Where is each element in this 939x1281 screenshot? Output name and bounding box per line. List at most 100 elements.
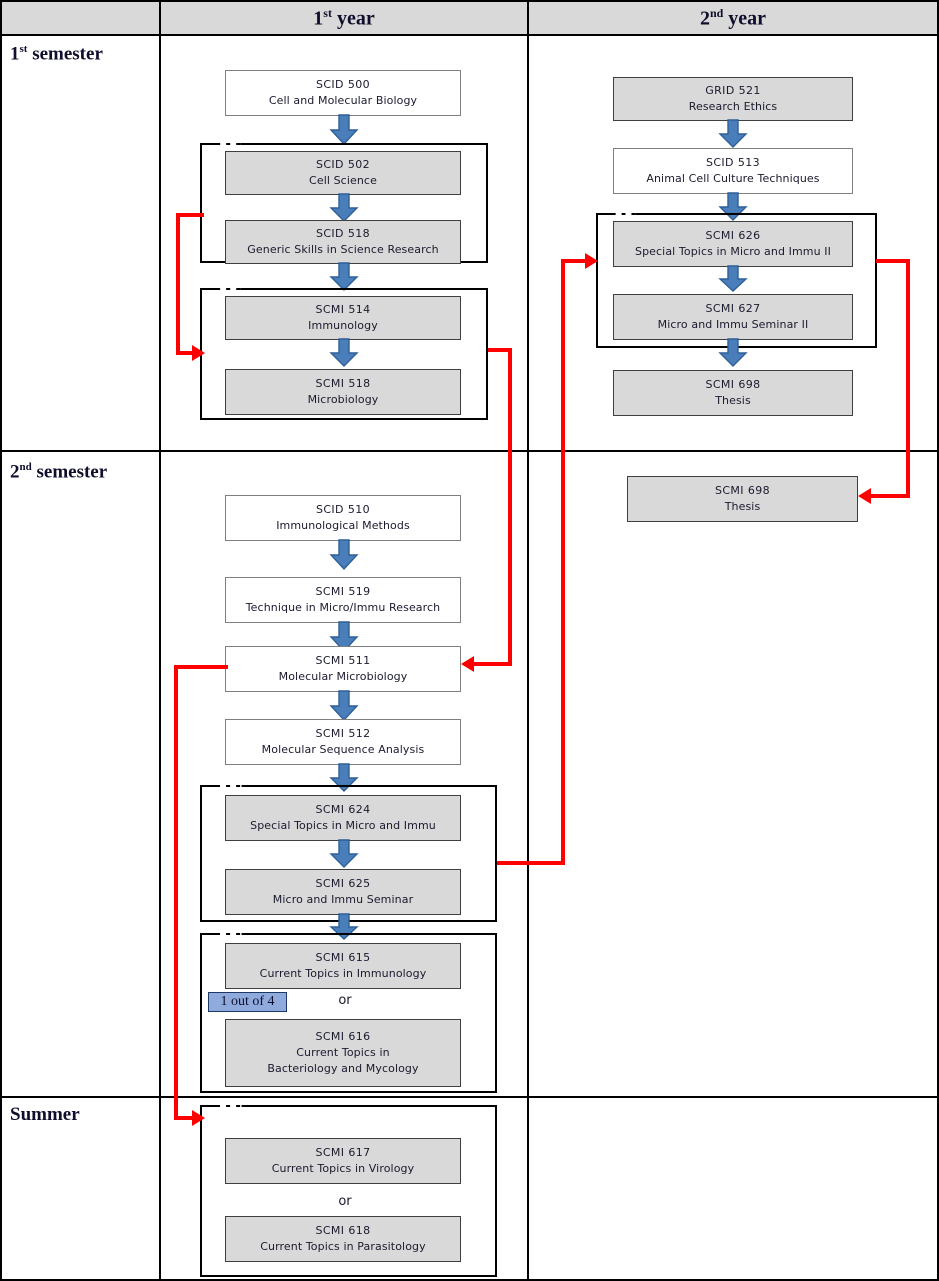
connector-c1-arrowhead-icon (192, 345, 205, 361)
connector-c3-seg-vert (174, 665, 178, 1120)
course-box-scmi616[interactable]: SCMI 616 Current Topics in Bacteriology … (225, 1019, 461, 1087)
course-name: Special Topics in Micro and Immu (250, 819, 436, 832)
connector-c2-seg-vert (508, 348, 512, 666)
row-label-semester-1: 1st semester (10, 43, 103, 65)
connector-c4-seg-bottom (497, 861, 565, 865)
course-name: Generic Skills in Science Research (247, 243, 439, 256)
course-box-scmi626[interactable]: SCMI 626 Special Topics in Micro and Imm… (613, 221, 853, 267)
grid-line-col1 (159, 0, 161, 1281)
course-code: SCMI 698 (714, 484, 771, 498)
or-label-virology-parasitology: or (338, 1194, 352, 1209)
course-code: SCID 510 (315, 503, 371, 517)
connector-c2-arrowhead-icon (461, 656, 474, 672)
course-box-scmi625[interactable]: SCMI 625 Micro and Immu Seminar (225, 869, 461, 915)
grid-border-bottom (0, 1279, 939, 1281)
arrow-down-icon (329, 114, 359, 146)
arrow-down-icon (718, 119, 748, 149)
course-box-scid510[interactable]: SCID 510 Immunological Methods (225, 495, 461, 541)
course-box-scmi618[interactable]: SCMI 618 Current Topics in Parasitology (225, 1216, 461, 1262)
course-name: Current Topics in Parasitology (260, 1240, 426, 1253)
course-box-scmi615[interactable]: SCMI 615 Current Topics in Immunology (225, 943, 461, 989)
course-name: Animal Cell Culture Techniques (646, 172, 820, 185)
grid-border-left (0, 0, 2, 1281)
course-box-scmi512[interactable]: SCMI 512 Molecular Sequence Analysis (225, 719, 461, 765)
course-code: SCMI 627 (705, 302, 761, 316)
arrow-down-icon (329, 193, 359, 223)
course-name: Technique in Micro/Immu Research (245, 601, 441, 614)
course-name: Immunology (308, 319, 378, 332)
course-code: GRID 521 (705, 84, 761, 98)
grid-line-sem1-bottom (0, 450, 939, 452)
arrow-down-icon (718, 338, 748, 368)
course-code: SCID 500 (315, 78, 371, 92)
course-name: Thesis (715, 394, 751, 407)
course-code: SCID 513 (705, 156, 761, 170)
course-code: SCMI 617 (315, 1146, 371, 1160)
choice-badge-1-out-of-4: 1 out of 4 (208, 992, 287, 1012)
course-name: Immunological Methods (276, 519, 410, 532)
connector-c3-seg-top (174, 665, 228, 669)
course-code: SCMI 625 (315, 877, 371, 891)
connector-c5-seg-bottom (871, 494, 910, 498)
course-box-scmi519[interactable]: SCMI 519 Technique in Micro/Immu Researc… (225, 577, 461, 623)
course-code: SCMI 626 (705, 229, 761, 243)
course-name: Micro and Immu Seminar II (657, 318, 809, 331)
course-name: Research Ethics (688, 100, 778, 113)
course-code: SCMI 519 (315, 585, 371, 599)
arrow-down-icon (718, 265, 748, 293)
course-code: SCMI 618 (315, 1224, 371, 1238)
header-corner-cell (2, 2, 159, 34)
course-box-grid521[interactable]: GRID 521 Research Ethics (613, 77, 853, 121)
connector-c1-seg-vert (176, 213, 180, 355)
course-code: SCID 518 (315, 227, 371, 241)
course-code: SCMI 518 (315, 377, 371, 391)
connector-c3-arrowhead-icon (192, 1110, 205, 1126)
course-code: SCMI 615 (315, 951, 371, 965)
course-box-scid518[interactable]: SCID 518 Generic Skills in Science Resea… (225, 220, 461, 264)
course-name: Thesis (724, 500, 761, 513)
course-name: Molecular Sequence Analysis (261, 743, 425, 756)
connector-c3-seg-bottom (174, 1116, 198, 1120)
row-label-semester-2: 2nd semester (10, 461, 108, 483)
course-box-scmi518[interactable]: SCMI 518 Microbiology (225, 369, 461, 415)
arrow-down-icon (329, 539, 359, 571)
header-year-1: 1st year (161, 2, 527, 34)
course-box-scmi514[interactable]: SCMI 514 Immunology (225, 296, 461, 340)
course-name: Special Topics in Micro and Immu II (635, 245, 831, 258)
arrow-down-icon (329, 338, 359, 368)
course-box-scmi511[interactable]: SCMI 511 Molecular Microbiology (225, 646, 461, 692)
grid-line-col2 (527, 0, 529, 1281)
grid-line-sem2-bottom (0, 1096, 939, 1098)
grid-line-header-bottom (0, 34, 939, 36)
course-box-scid513[interactable]: SCID 513 Animal Cell Culture Techniques (613, 148, 853, 194)
course-code: SCMI 624 (315, 803, 371, 817)
course-box-scmi698-sem1[interactable]: SCMI 698 Thesis (613, 370, 853, 416)
course-box-scmi617[interactable]: SCMI 617 Current Topics in Virology (225, 1138, 461, 1184)
course-code: SCMI 514 (315, 303, 371, 317)
connector-c5-seg-top (876, 259, 910, 263)
course-box-scid500[interactable]: SCID 500 Cell and Molecular Biology (225, 70, 461, 116)
course-code: SCMI 698 (705, 378, 761, 392)
connector-c2-seg-bottom (474, 662, 512, 666)
course-name: Microbiology (307, 393, 379, 406)
grid-border-top (0, 0, 939, 2)
grid-border-right (937, 0, 939, 1281)
connector-c4-seg-top (561, 259, 591, 263)
connector-c5-arrowhead-icon (858, 488, 871, 504)
arrow-down-icon (329, 839, 359, 869)
course-box-scmi627[interactable]: SCMI 627 Micro and Immu Seminar II (613, 294, 853, 340)
arrow-down-icon (329, 690, 359, 722)
arrow-down-icon (329, 621, 359, 653)
course-box-scmi624[interactable]: SCMI 624 Special Topics in Micro and Imm… (225, 795, 461, 841)
connector-c4-arrowhead-icon (585, 253, 598, 269)
course-box-scid502[interactable]: SCID 502 Cell Science (225, 151, 461, 195)
group-elective-scmi615-scmi616 (200, 933, 497, 1093)
course-name: Molecular Microbiology (278, 670, 408, 683)
connector-c1-seg-bottom (176, 351, 198, 355)
course-code: SCID 502 (315, 158, 371, 172)
or-label-immunology-bacteriology: or (338, 993, 352, 1008)
header-year-2: 2nd year (529, 2, 937, 34)
course-box-scmi698-sem2[interactable]: SCMI 698 Thesis (627, 476, 858, 522)
connector-c1-seg-top (176, 213, 204, 217)
